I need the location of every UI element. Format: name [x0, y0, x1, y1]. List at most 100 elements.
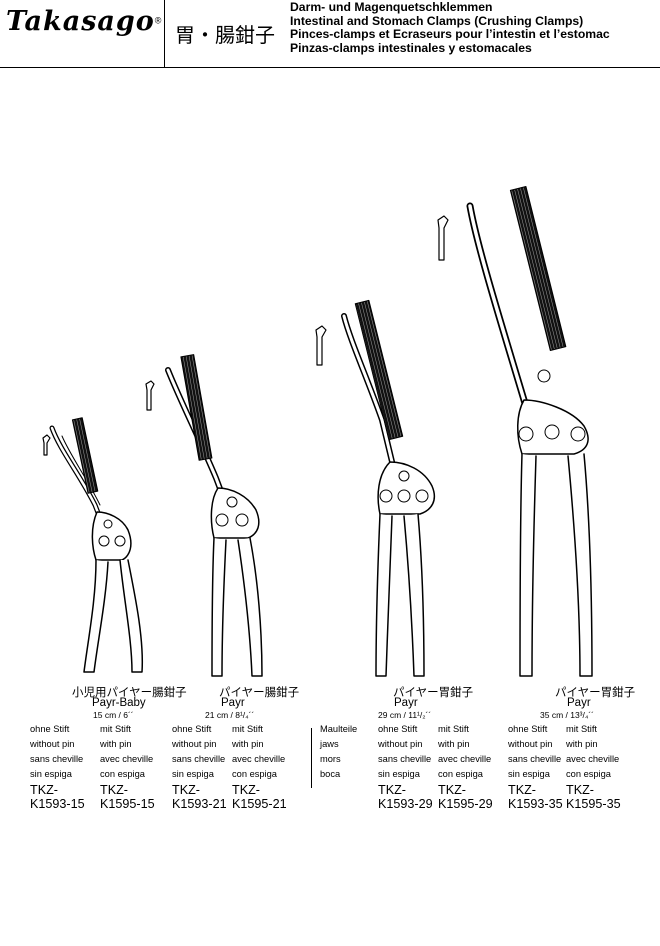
- jaw-blade-1: [71, 417, 99, 494]
- handle-2a: [211, 537, 227, 677]
- label-sin-espiga: sin espiga: [172, 769, 214, 779]
- jaw-arm-1b: [61, 435, 101, 506]
- japanese-title: 胃・腸鉗子: [175, 23, 275, 47]
- handle-1a: [83, 559, 109, 673]
- code-prefix: TKZ-: [438, 783, 466, 797]
- product-2-code-without-pin: TKZ- K1593-21: [172, 783, 227, 811]
- product-2-with-pin: mit Stift with pin avec cheville con esp…: [232, 722, 285, 782]
- product-3-name: Payr: [394, 697, 418, 709]
- product-1-code-without-pin: TKZ- K1593-15: [30, 783, 85, 811]
- header-vertical-divider: [164, 0, 165, 67]
- logo-wordmark: Takasago: [6, 6, 155, 37]
- catalog-titles: Darm- und Magenquetschklemmen Intestinal…: [290, 0, 610, 55]
- label-without-pin: without pin: [172, 739, 217, 749]
- label-without-pin: without pin: [508, 739, 553, 749]
- label-sin-espiga: sin espiga: [30, 769, 72, 779]
- joint-2: [210, 487, 260, 539]
- code-number: K1593-21: [172, 796, 227, 811]
- product-1-name: Payr-Baby: [92, 697, 146, 709]
- joint-3: [377, 461, 436, 515]
- code-number: K1595-21: [232, 796, 287, 811]
- jaws-divider: [311, 728, 312, 788]
- label-avec-cheville: avec cheville: [232, 754, 286, 764]
- code-prefix: TKZ-: [508, 783, 536, 797]
- product-4-name: Payr: [567, 697, 591, 709]
- product-4-code-with-pin: TKZ- K1595-35: [566, 783, 621, 811]
- label-mit-stift: mit Stift: [100, 724, 131, 734]
- clamp-payr-29: [315, 299, 436, 677]
- jaw-blade-3: [354, 299, 404, 441]
- label-avec-cheville: avec cheville: [566, 754, 620, 764]
- code-prefix: TKZ-: [30, 783, 58, 797]
- label-maulteile: Maulteile: [320, 724, 358, 734]
- label-sin-espiga: sin espiga: [508, 769, 550, 779]
- code-prefix: TKZ-: [378, 783, 406, 797]
- label-ohne-stift: ohne Stift: [508, 724, 548, 734]
- code-number: K1593-15: [30, 796, 85, 811]
- product-1-size: 15 cm / 6´´: [93, 710, 134, 720]
- label-boca: boca: [320, 769, 341, 779]
- pin-part-4: [437, 215, 449, 261]
- header-horizontal-divider: [0, 67, 660, 68]
- label-ohne-stift: ohne Stift: [30, 724, 70, 734]
- pin-part-1: [42, 434, 51, 456]
- joint-1: [91, 511, 132, 561]
- handle-4a: [519, 453, 537, 677]
- code-prefix: TKZ-: [232, 783, 260, 797]
- title-german: Darm- und Magenquetschklemmen: [290, 0, 493, 14]
- jaw-blade-2: [180, 354, 213, 461]
- label-sans-cheville: sans cheville: [172, 754, 226, 764]
- label-con-espiga: con espiga: [232, 769, 277, 779]
- label-ohne-stift: ohne Stift: [172, 724, 212, 734]
- label-sans-cheville: sans cheville: [30, 754, 84, 764]
- label-ohne-stift: ohne Stift: [378, 724, 418, 734]
- product-4-code-without-pin: TKZ- K1593-35: [508, 783, 563, 811]
- code-number: K1595-15: [100, 796, 155, 811]
- code-number: K1595-35: [566, 796, 621, 811]
- clamp-payr-baby: [42, 417, 144, 673]
- label-mors: mors: [320, 754, 341, 764]
- label-sans-cheville: sans cheville: [508, 754, 562, 764]
- product-3-with-pin: mit Stift with pin avec cheville con esp…: [438, 722, 491, 782]
- product-3-code-without-pin: TKZ- K1593-29: [378, 783, 433, 811]
- clamps-illustration: [42, 186, 593, 677]
- label-mit-stift: mit Stift: [232, 724, 263, 734]
- clamp-payr-35: [437, 186, 593, 677]
- product-2-without-pin: ohne Stift without pin sans cheville sin…: [172, 722, 225, 782]
- label-con-espiga: con espiga: [566, 769, 611, 779]
- handle-3b: [403, 513, 425, 677]
- product-3-jp-name: パイヤー胃鉗子: [393, 685, 474, 699]
- code-number: K1593-29: [378, 796, 433, 811]
- product-1-code-with-pin: TKZ- K1595-15: [100, 783, 155, 811]
- product-4-jp-name: パイヤー胃鉗子: [555, 685, 636, 699]
- label-without-pin: without pin: [378, 739, 423, 749]
- code-number: K1595-29: [438, 796, 493, 811]
- label-with-pin: with pin: [438, 739, 470, 749]
- code-prefix: TKZ-: [172, 783, 200, 797]
- label-avec-cheville: avec cheville: [100, 754, 154, 764]
- product-4-without-pin: ohne Stift without pin sans cheville sin…: [508, 722, 561, 782]
- product-4-with-pin: mit Stift with pin avec cheville con esp…: [566, 722, 619, 782]
- label-con-espiga: con espiga: [100, 769, 145, 779]
- code-prefix: TKZ-: [566, 783, 594, 797]
- label-mit-stift: mit Stift: [566, 724, 597, 734]
- label-con-espiga: con espiga: [438, 769, 483, 779]
- label-with-pin: with pin: [232, 739, 264, 749]
- label-with-pin: with pin: [100, 739, 132, 749]
- handle-4b: [567, 453, 593, 677]
- label-sin-espiga: sin espiga: [378, 769, 420, 779]
- product-2-name: Payr: [221, 697, 245, 709]
- title-french: Pinces-clamps et Ecraseurs pour l’intest…: [290, 27, 610, 41]
- handle-1b: [119, 559, 144, 673]
- product-4-size: 35 cm / 13³/₄´´: [540, 710, 595, 720]
- product-3-code-with-pin: TKZ- K1595-29: [438, 783, 493, 811]
- pin-part-2: [145, 380, 155, 411]
- title-spanish: Pinzas-clamps intestinales y estomacales: [290, 40, 532, 55]
- clamp-payr-21: [145, 354, 263, 677]
- product-1-without-pin: ohne Stift without pin sans cheville sin…: [30, 722, 83, 782]
- label-jaws: jaws: [320, 739, 339, 749]
- product-2-size: 21 cm / 8¹/₄´´: [205, 710, 255, 720]
- jaw-blade-4: [509, 186, 567, 351]
- handle-2b: [237, 537, 263, 677]
- label-with-pin: with pin: [566, 739, 598, 749]
